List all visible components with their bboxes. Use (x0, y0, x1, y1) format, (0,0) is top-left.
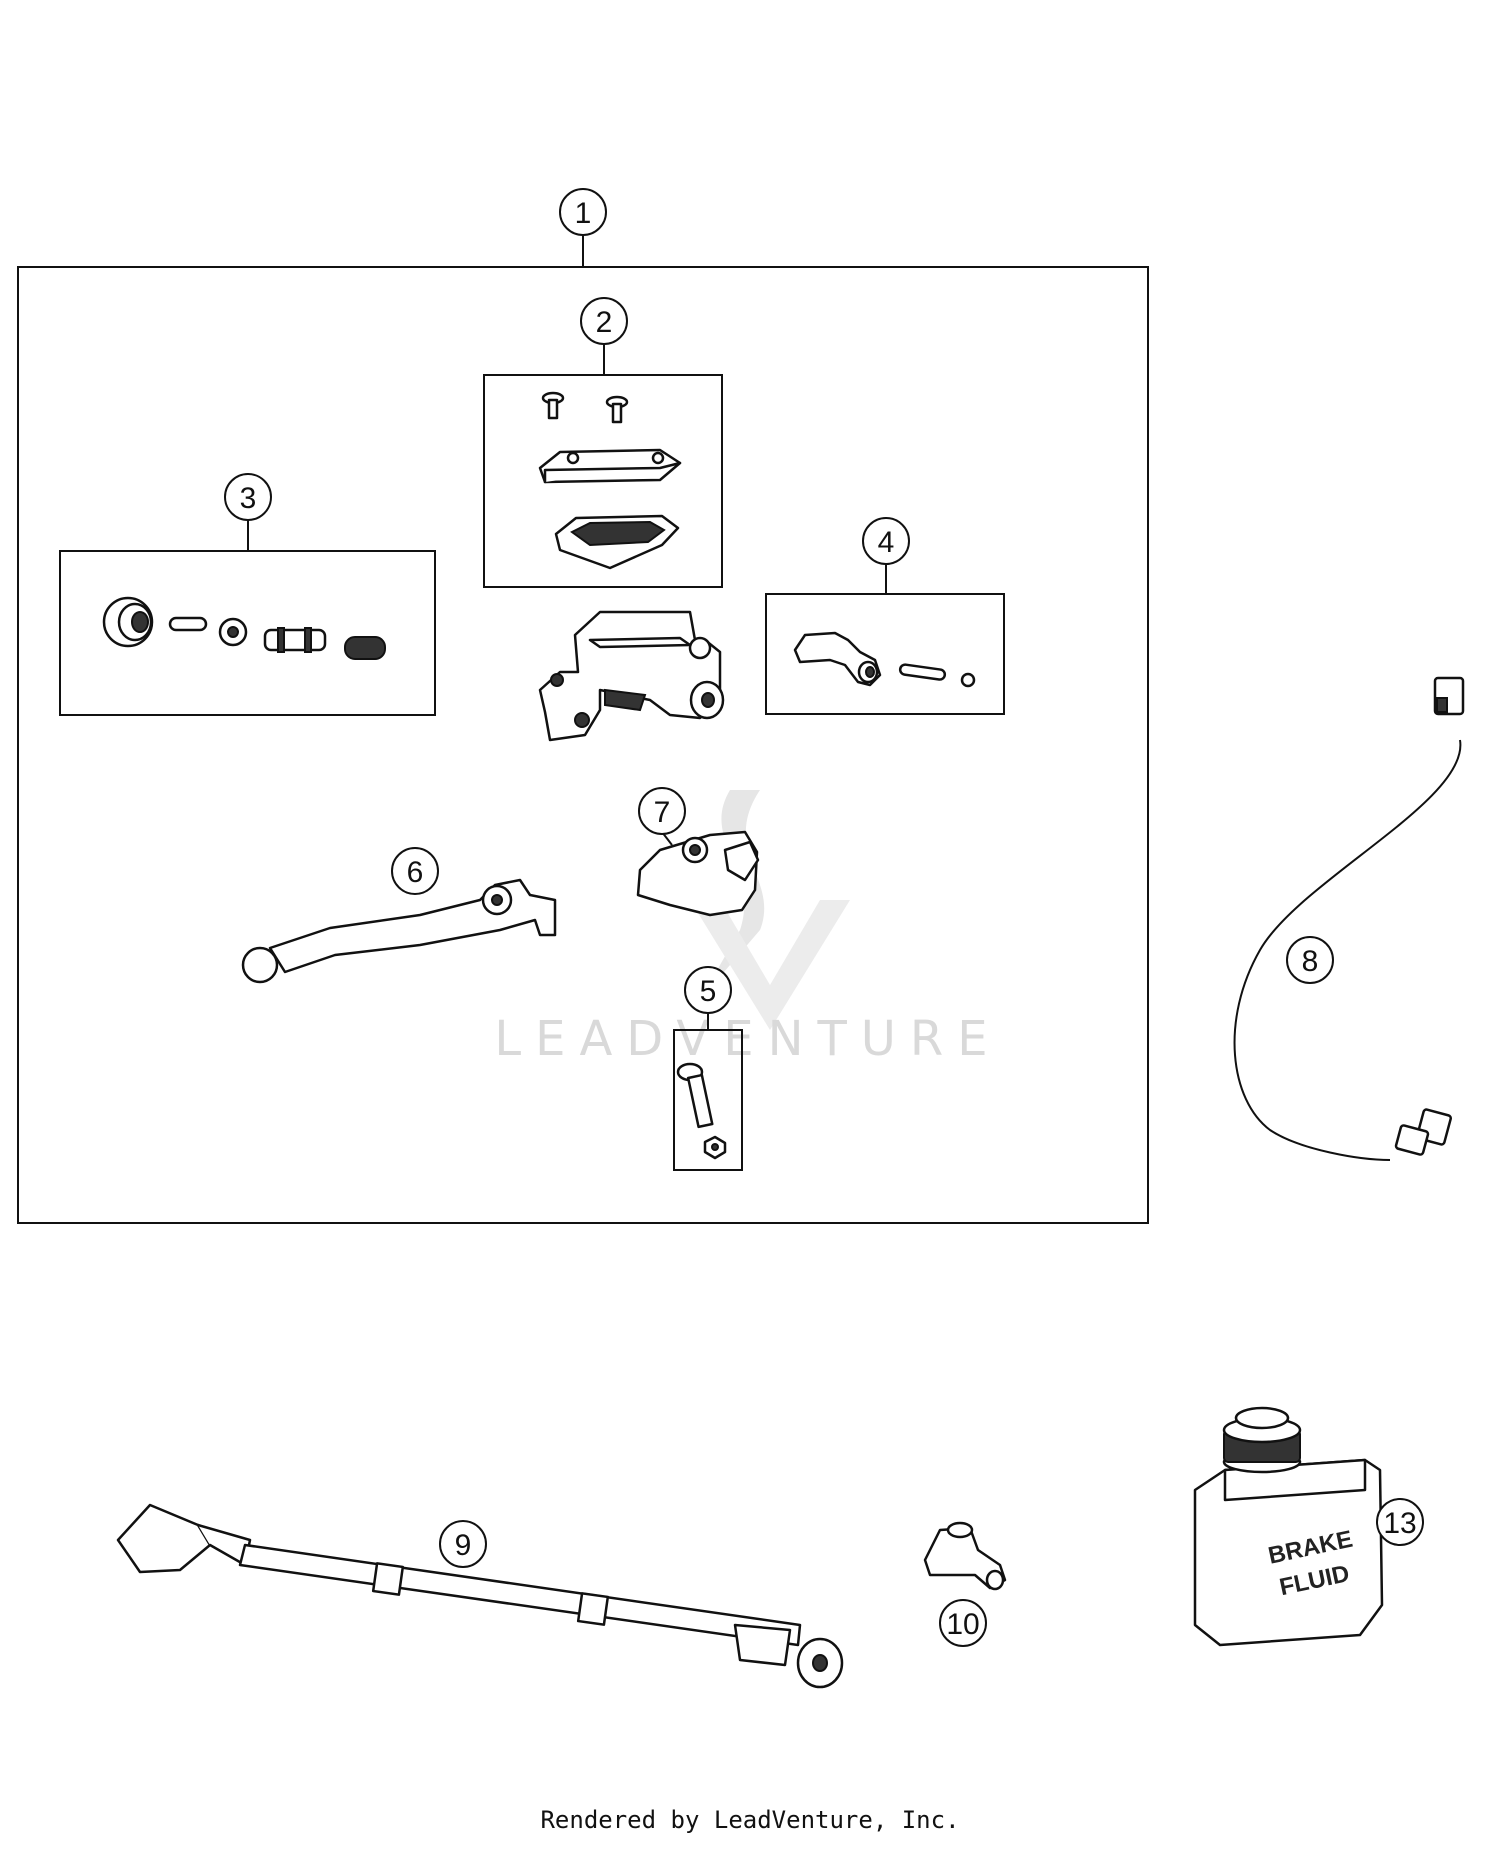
piston-parts-icon (102, 596, 386, 660)
watermark-v-icon (690, 900, 850, 1030)
adjuster-clamp-icon (793, 631, 976, 688)
brake-switch-cable-icon (1233, 676, 1465, 1161)
lever-clamp-icon (636, 830, 760, 917)
callout-9[interactable]: 10 (939, 1599, 987, 1647)
cover-screws-icon (541, 391, 629, 424)
small-clamp-icon (923, 1521, 1007, 1591)
callout-6[interactable]: 6 (391, 847, 439, 895)
svg-text:13: 13 (1383, 1507, 1416, 1540)
master-cylinder-body-icon (538, 610, 725, 742)
svg-text:10: 10 (946, 1608, 979, 1641)
callout-4[interactable]: 4 (862, 517, 910, 565)
brake-fluid-can-icon: BRAKE FLUID (1193, 1406, 1384, 1647)
callout-3[interactable]: 3 (224, 473, 272, 521)
pivot-bolt-icon (676, 1062, 727, 1160)
assembly-box (17, 266, 1149, 1224)
svg-text:8: 8 (1302, 945, 1319, 978)
svg-text:2: 2 (596, 306, 613, 339)
cable-icon (116, 1503, 844, 1689)
watermark-text: LEADVENTURE (494, 1011, 1001, 1067)
reservoir-gasket-icon (554, 514, 680, 570)
brake-lever-icon (241, 878, 557, 984)
svg-text:3: 3 (240, 482, 257, 515)
svg-text:5: 5 (700, 975, 717, 1008)
svg-text:9: 9 (455, 1529, 472, 1562)
callout-10[interactable]: 9 (439, 1520, 487, 1568)
callout-8[interactable]: 8 (1286, 936, 1334, 984)
svg-text:7: 7 (654, 796, 671, 829)
svg-text:1: 1 (575, 197, 592, 230)
svg-text:6: 6 (407, 856, 424, 889)
credit-text: Rendered by LeadVenture, Inc. (540, 1806, 960, 1834)
callout-2[interactable]: 2 (580, 297, 628, 345)
callout-7[interactable]: 7 (638, 787, 686, 835)
callout-5[interactable]: 5 (684, 966, 732, 1014)
svg-text:4: 4 (878, 526, 895, 559)
callout-13[interactable]: 13 (1376, 1498, 1424, 1546)
watermark: LEADVENTURE (494, 790, 1001, 1067)
reservoir-cap-icon (538, 448, 682, 484)
callout-1[interactable]: 1 (559, 188, 607, 236)
